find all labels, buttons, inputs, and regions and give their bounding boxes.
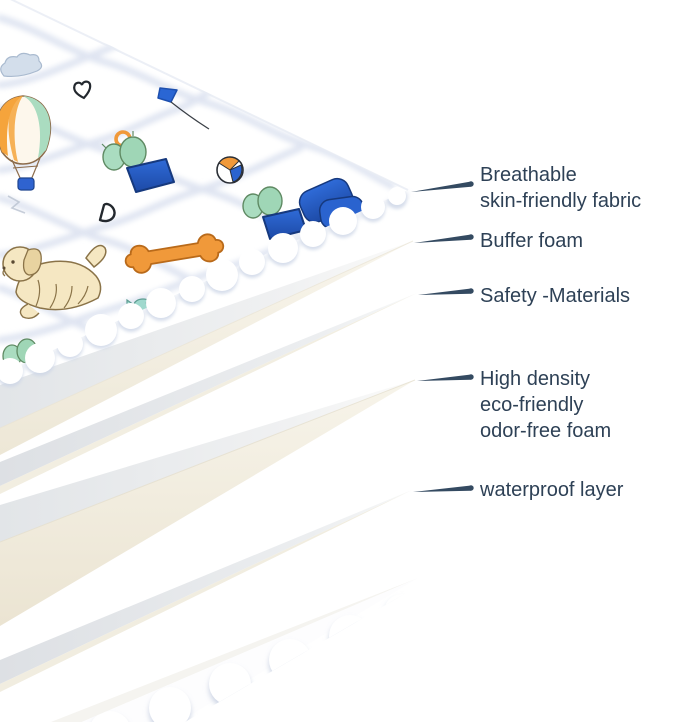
safety-materials-layer bbox=[0, 293, 417, 494]
cactus-icon bbox=[101, 131, 175, 193]
bone-icon bbox=[124, 233, 225, 274]
hot-air-balloon-icon bbox=[0, 95, 51, 191]
layer-label-breathable-fabric: Breathable skin-friendly fabric bbox=[480, 162, 641, 214]
ball-icon bbox=[216, 156, 244, 184]
cactus-icon-2 bbox=[242, 186, 307, 240]
layer-label-high-density-foam: High density eco-friendly odor-free foam bbox=[480, 366, 611, 444]
letter-d-doodle bbox=[98, 202, 116, 223]
label-line: Safety -Materials bbox=[480, 285, 631, 307]
fabric-layer bbox=[0, 0, 410, 387]
layer-label-safety-materials: Safety -Materials bbox=[480, 283, 630, 309]
label-line: odor-free foam bbox=[480, 420, 612, 442]
callout-line-high-density-foam bbox=[417, 374, 474, 381]
waterproof-sheet-layer bbox=[0, 490, 412, 692]
callout-line-waterproof bbox=[413, 485, 474, 492]
callout-line-buffer-foam bbox=[414, 234, 474, 243]
label-line: Breathable bbox=[480, 164, 577, 186]
puppy-icon bbox=[2, 244, 107, 320]
buffer-foam-layer bbox=[0, 240, 414, 455]
label-line: waterproof layer bbox=[480, 479, 624, 501]
callout-lines bbox=[411, 181, 474, 492]
label-line: eco-friendly bbox=[480, 394, 584, 416]
cloud-icon bbox=[0, 52, 43, 78]
layer-label-waterproof: waterproof layer bbox=[480, 477, 623, 503]
callout-line-breathable-fabric bbox=[411, 181, 474, 192]
label-line: High density bbox=[480, 368, 591, 390]
label-line: Buffer foam bbox=[480, 230, 584, 252]
kite-icon bbox=[157, 87, 210, 130]
heart-icon bbox=[73, 80, 92, 100]
scribble-doodle bbox=[7, 195, 26, 214]
layer-label-buffer-foam: Buffer foam bbox=[480, 228, 583, 254]
high-density-foam-layer bbox=[0, 379, 416, 626]
label-line: skin-friendly fabric bbox=[480, 190, 642, 212]
fabric-scallop-edge bbox=[0, 187, 406, 384]
callout-line-safety-materials bbox=[418, 288, 474, 295]
